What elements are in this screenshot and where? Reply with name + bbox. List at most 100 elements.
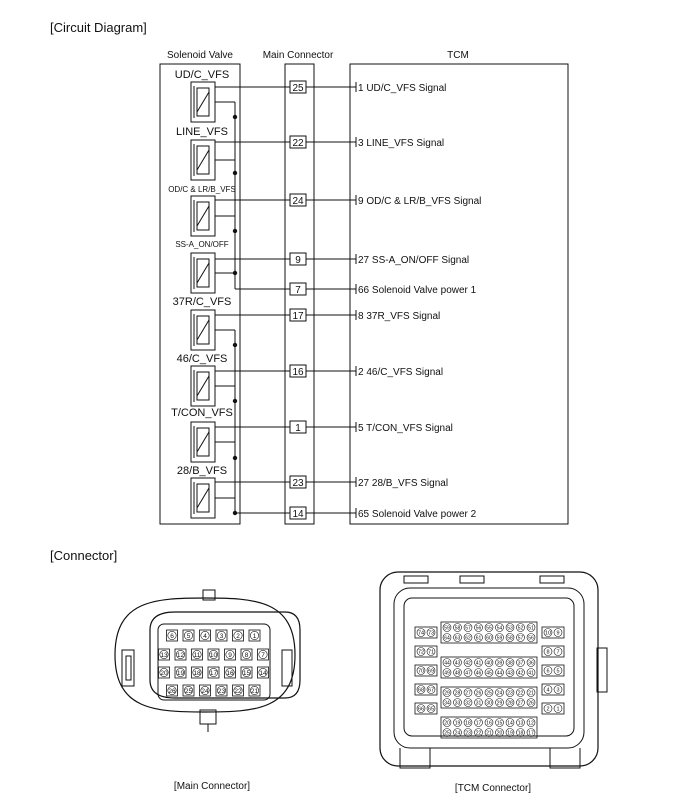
pin-number: 52 <box>518 626 524 632</box>
pin-number: 4 <box>203 633 207 640</box>
pin-number: 5 <box>187 633 191 640</box>
pin-ring <box>442 668 452 677</box>
pin-ring <box>463 633 473 642</box>
pin-ring <box>258 649 268 659</box>
pin-number: 7 <box>261 652 265 659</box>
pin-number: 63 <box>455 636 461 642</box>
main-connector-column-title: Main Connector <box>263 50 334 61</box>
pin-number: 18 <box>518 731 524 737</box>
pin-ring <box>505 633 515 642</box>
pin-number: 37 <box>518 661 524 667</box>
pin-ring <box>426 685 436 694</box>
pin-ring <box>484 623 494 632</box>
main-connector-pin: 1 <box>248 629 261 642</box>
tcm-signal-label: 8 37R_VFS Signal <box>358 311 440 322</box>
valve-label: SS-A_ON/OFF <box>175 240 228 249</box>
pin-ring <box>463 668 473 677</box>
pin-number: 23 <box>218 688 226 695</box>
pin-number: 24 <box>497 691 503 697</box>
tcm-signal-label: 27 SS-A_ON/OFF Signal <box>358 255 469 266</box>
pin-ring <box>526 658 536 667</box>
pin-number: 30 <box>486 701 492 707</box>
pin-number: 19 <box>507 731 513 737</box>
solenoid-valve: 46/C_VFS <box>177 353 235 407</box>
pin-ring <box>453 728 462 737</box>
pin-ring <box>453 658 462 667</box>
pin-number: 67 <box>428 688 434 694</box>
pin-ring <box>505 718 515 727</box>
pin-ring <box>217 630 227 640</box>
pin-ring <box>463 688 473 697</box>
pin-cavity <box>166 629 178 642</box>
pin-cavity <box>257 666 269 679</box>
pin-ring <box>426 647 436 656</box>
pin-cavity <box>207 648 220 661</box>
pin-cavity <box>224 666 236 679</box>
pin-cavity <box>248 629 261 642</box>
pin-ring <box>553 666 563 675</box>
pin-number: 2 <box>236 633 240 640</box>
pin-ring <box>453 633 462 642</box>
pin-number: 44 <box>444 661 450 667</box>
junction-dot <box>232 398 238 404</box>
junction-dot <box>232 270 238 276</box>
pin-number: 14 <box>292 509 304 520</box>
valve-label: T/CON_VFS <box>171 407 233 419</box>
pin-ring <box>463 623 473 632</box>
pin-number: 17 <box>528 731 534 737</box>
pin-ring <box>192 649 202 659</box>
pin-ring <box>474 623 483 632</box>
pin-ring <box>225 649 235 659</box>
valve-coil-slash <box>196 487 210 509</box>
pin-number: 40 <box>486 661 492 667</box>
pin-number: 49 <box>444 671 450 677</box>
valve-label: 28/B_VFS <box>177 465 227 477</box>
pin-ring <box>474 728 483 737</box>
main-connector-pin: 2 <box>232 629 244 642</box>
pin-ring <box>250 685 260 695</box>
valve-label: OD/C & LR/B_VFS <box>168 185 236 194</box>
main-connector-pin: 26 <box>166 684 178 697</box>
pin-ring <box>200 630 210 640</box>
valve-coil-slash <box>196 149 210 171</box>
pin-ring <box>442 728 452 737</box>
pin-cavity <box>158 666 170 679</box>
pin-ring <box>167 630 177 640</box>
pin-cavity <box>215 629 228 642</box>
pin-ring <box>233 685 243 695</box>
main-connector-pin: 8 <box>240 648 253 661</box>
pin-ring <box>416 666 426 675</box>
pin-number: 36 <box>528 661 534 667</box>
pin-number: 23 <box>507 691 513 697</box>
pin-number: 29 <box>497 701 503 707</box>
connector-heading: [Connector] <box>50 548 117 563</box>
main-connector-pin: 12 <box>174 648 187 661</box>
pin-ring <box>543 666 553 675</box>
pin-number: 24 <box>455 731 461 737</box>
pin-cavity <box>215 684 228 697</box>
pin-ring <box>526 718 536 727</box>
pin-pair-frame <box>414 626 438 639</box>
valve-label: 37R/C_VFS <box>173 296 232 308</box>
pin-ring <box>516 688 525 697</box>
pin-ring <box>176 649 186 659</box>
main-connector-box <box>284 63 315 525</box>
pin-ring <box>484 728 494 737</box>
pin-number: 10 <box>210 652 218 659</box>
main-connector-pin: 22 <box>232 684 244 697</box>
pin-ring <box>258 667 268 677</box>
main-connector-pin: 16 <box>224 666 236 679</box>
pin-number: 53 <box>507 626 513 632</box>
